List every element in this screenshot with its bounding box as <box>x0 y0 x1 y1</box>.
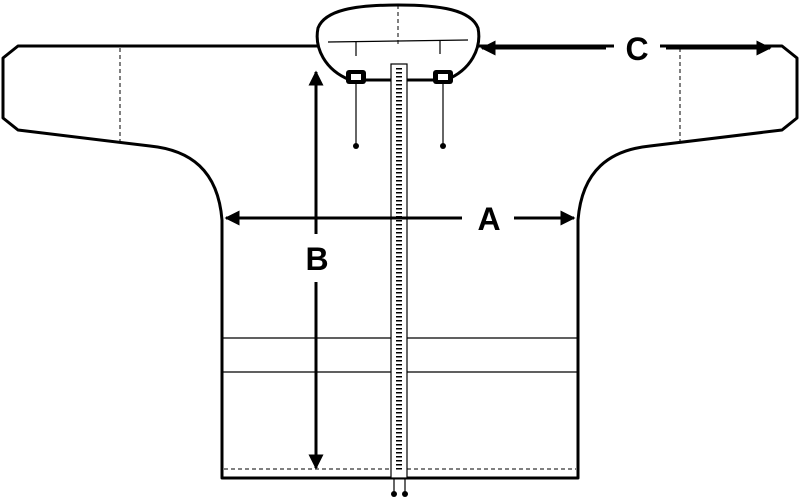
measure-b-label: B <box>305 241 328 277</box>
measure-c-label: C <box>625 31 648 67</box>
zipper-pull-tip-right <box>402 491 408 497</box>
right-drawcord-tip <box>440 143 446 149</box>
left-drawcord-tip <box>353 143 359 149</box>
zipper-tape <box>390 63 408 479</box>
measure-a-label: A <box>477 201 500 237</box>
measure-c-label-bg <box>614 28 660 68</box>
measure-b-label-bg <box>298 238 336 278</box>
measure-a-label-bg <box>468 198 510 238</box>
left-cord-stopper-hole <box>351 74 361 80</box>
zipper-pull-tip-left <box>391 491 397 497</box>
hood-brim <box>327 39 469 43</box>
right-cord-stopper-hole <box>438 74 448 80</box>
